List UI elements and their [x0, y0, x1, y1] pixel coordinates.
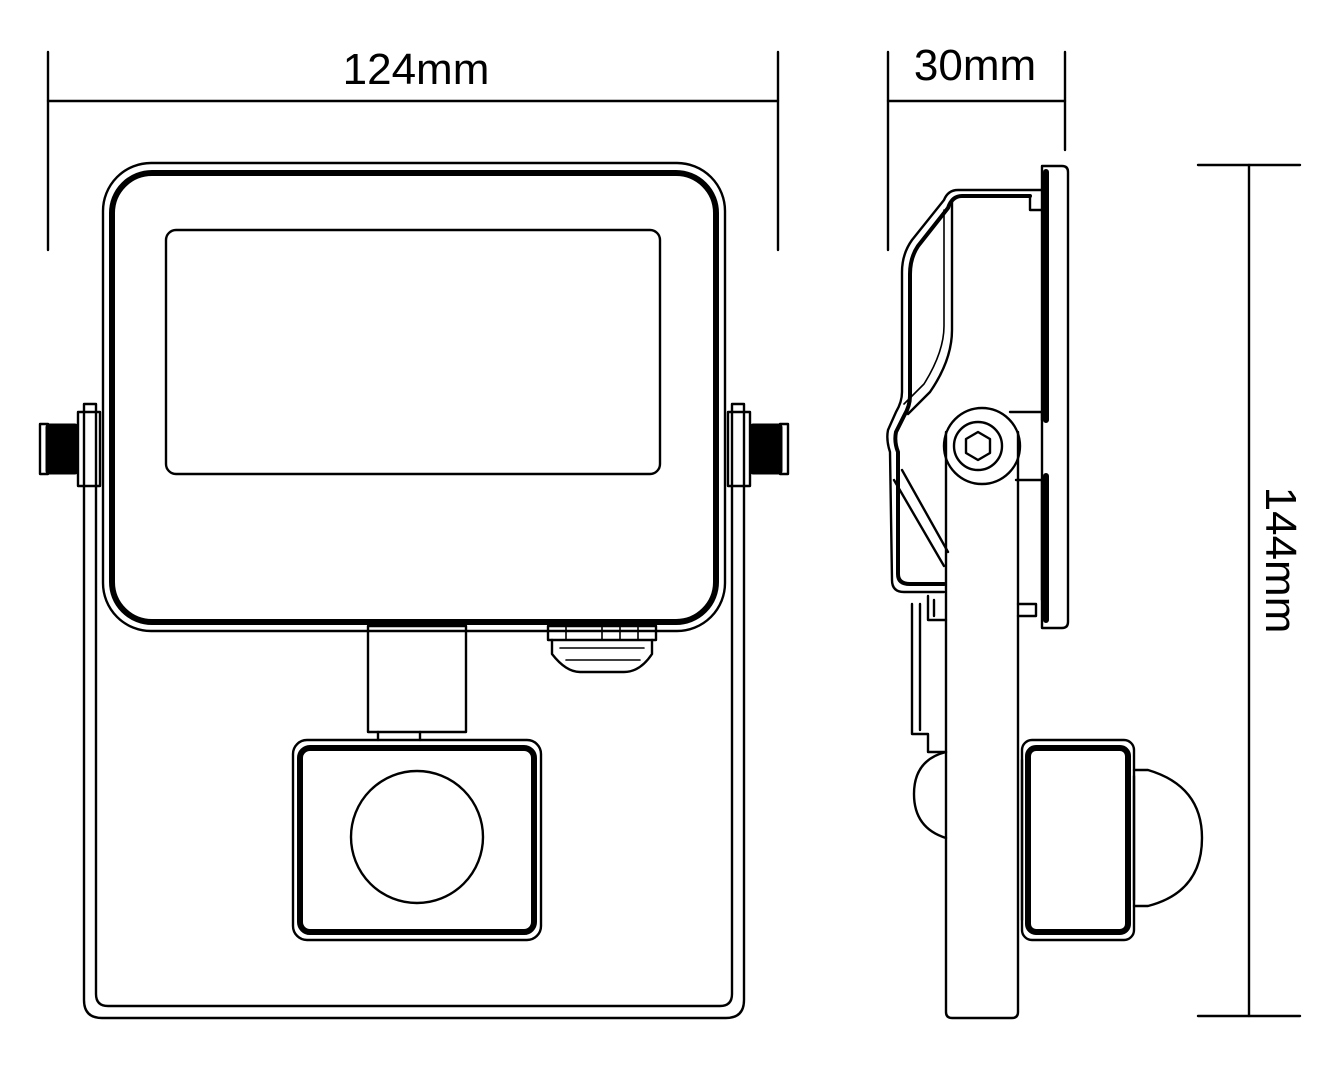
sensor-stem — [366, 624, 468, 734]
side-sensor-stem — [910, 602, 948, 754]
side-pivot — [942, 406, 1022, 486]
side-pir-dome — [1132, 768, 1204, 908]
side-bracket-arm — [944, 430, 1020, 1020]
side-pivot-washer — [952, 420, 1004, 472]
side-view — [886, 164, 1204, 1020]
side-housing-fin-top-inner — [903, 209, 945, 405]
depth-dimension: 30mm — [886, 41, 1067, 252]
side-bottom-tab — [926, 594, 1038, 622]
pir-sensor-housing-outer — [291, 738, 543, 942]
front-bracket — [82, 402, 746, 1020]
side-pir-housing-inner — [1025, 745, 1131, 935]
led-panel — [164, 228, 662, 476]
pir-sensor-lens — [349, 769, 485, 905]
hex-bolt-icon — [964, 430, 992, 462]
pir-sensor-housing-inner — [297, 745, 537, 935]
side-housing-rib — [1028, 194, 1044, 212]
front-housing-outer — [101, 161, 727, 633]
height-label: 144mm — [1256, 487, 1305, 634]
cable-gland — [546, 624, 658, 674]
width-label: 124mm — [343, 45, 490, 94]
side-front-bezel — [1040, 164, 1070, 630]
side-body-step-upper — [1008, 410, 1044, 422]
knob-left — [38, 422, 79, 476]
side-body-step-lower — [1014, 478, 1044, 602]
side-housing-body — [886, 188, 1044, 594]
side-pir-housing-outer — [1020, 738, 1136, 942]
front-view — [38, 161, 790, 1020]
depth-label: 30mm — [914, 41, 1036, 90]
knob-right — [749, 422, 790, 476]
side-rear-dome — [912, 750, 948, 840]
side-housing-fin-top — [906, 198, 954, 416]
width-dimension: 124mm — [46, 45, 780, 252]
side-housing-shell — [893, 194, 1032, 586]
side-body-diagonal — [892, 468, 950, 568]
front-housing-inner — [109, 170, 719, 625]
height-dimension: 144mm — [1196, 163, 1305, 1018]
